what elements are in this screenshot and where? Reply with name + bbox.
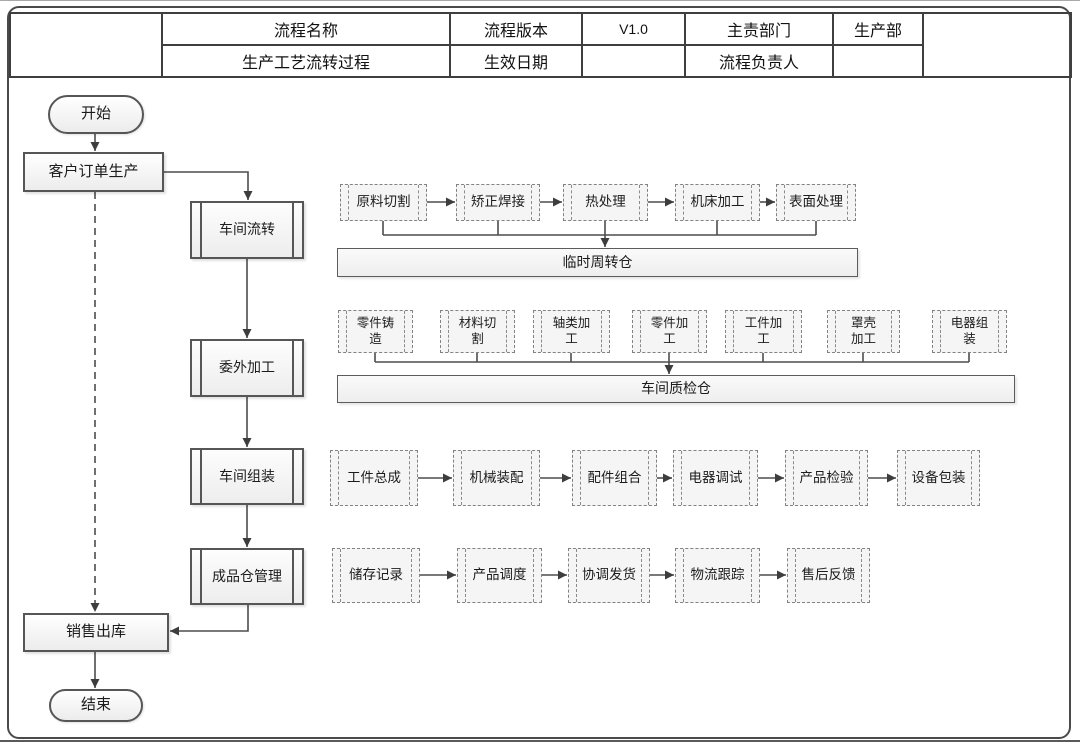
- outsourced-step-7: 电器组装: [932, 310, 1007, 353]
- qc-warehouse-node: 车间质检仓: [337, 375, 1015, 403]
- assembly-step-5: 产品检验: [785, 450, 868, 506]
- finished-step-4: 物流跟踪: [675, 548, 760, 603]
- sales-outbound-node: 销售出库: [23, 613, 169, 652]
- start-terminator: 开始: [48, 95, 144, 134]
- header-cell-owner-value: [832, 44, 924, 78]
- finished-step-3: 协调发货: [568, 548, 650, 603]
- header-cell-blank-left: [9, 12, 163, 78]
- assembly-step-6: 设备包装: [897, 450, 980, 506]
- workshop-step-2: 矫正焊接: [456, 184, 540, 221]
- assembly-step-2: 机械装配: [453, 450, 540, 506]
- outsourced-step-4: 零件加工: [632, 310, 707, 353]
- header-cell-effective-date-value: [581, 44, 686, 78]
- workshop-step-4: 机床加工: [675, 184, 760, 221]
- header-cell-owner-label: 流程负责人: [684, 44, 834, 78]
- outsourced-step-1: 零件铸造: [338, 310, 413, 353]
- header-cell-department-value: 生产部: [832, 12, 924, 46]
- header-table: 流程名称 流程版本 V1.0 主责部门 生产部 生产工艺流转过程 生效日期 流程…: [9, 12, 1072, 78]
- temp-warehouse-node: 临时周转仓: [337, 248, 858, 277]
- stage-outsourced-processing: 委外加工: [190, 339, 304, 397]
- stage-finished-warehouse: 成品仓管理: [190, 548, 304, 605]
- workshop-step-5: 表面处理: [776, 184, 856, 221]
- outsourced-step-3: 轴类加工: [533, 310, 610, 353]
- workshop-step-1: 原料切割: [340, 184, 427, 221]
- stage-workshop-transfer: 车间流转: [190, 201, 304, 259]
- header-cell-version-value: V1.0: [581, 12, 686, 46]
- outsourced-step-2: 材料切割: [440, 310, 515, 353]
- assembly-step-4: 电器调试: [673, 450, 758, 506]
- header-cell-process-name-label: 流程名称: [161, 12, 451, 46]
- outsourced-step-6: 罩壳加工: [827, 310, 900, 353]
- outsourced-step-5: 工件加工: [725, 310, 802, 353]
- end-terminator: 结束: [49, 689, 143, 722]
- finished-step-1: 储存记录: [332, 548, 420, 603]
- header-cell-blank-right: [922, 12, 1072, 78]
- bottom-rule: [0, 740, 1080, 742]
- customer-order-node: 客户订单生产: [23, 152, 164, 192]
- header-cell-version-label: 流程版本: [449, 12, 583, 46]
- top-rule: [0, 0, 1080, 1]
- assembly-step-1: 工件总成: [330, 450, 418, 506]
- assembly-step-3: 配件组合: [572, 450, 657, 506]
- finished-step-2: 产品调度: [457, 548, 542, 603]
- header-cell-department-label: 主责部门: [684, 12, 834, 46]
- finished-step-5: 售后反馈: [787, 548, 870, 603]
- stage-workshop-assembly: 车间组装: [190, 448, 304, 505]
- workshop-step-3: 热处理: [563, 184, 648, 221]
- header-cell-process-name-value: 生产工艺流转过程: [161, 44, 451, 78]
- page-border: [7, 6, 1071, 739]
- header-cell-effective-date-label: 生效日期: [449, 44, 583, 78]
